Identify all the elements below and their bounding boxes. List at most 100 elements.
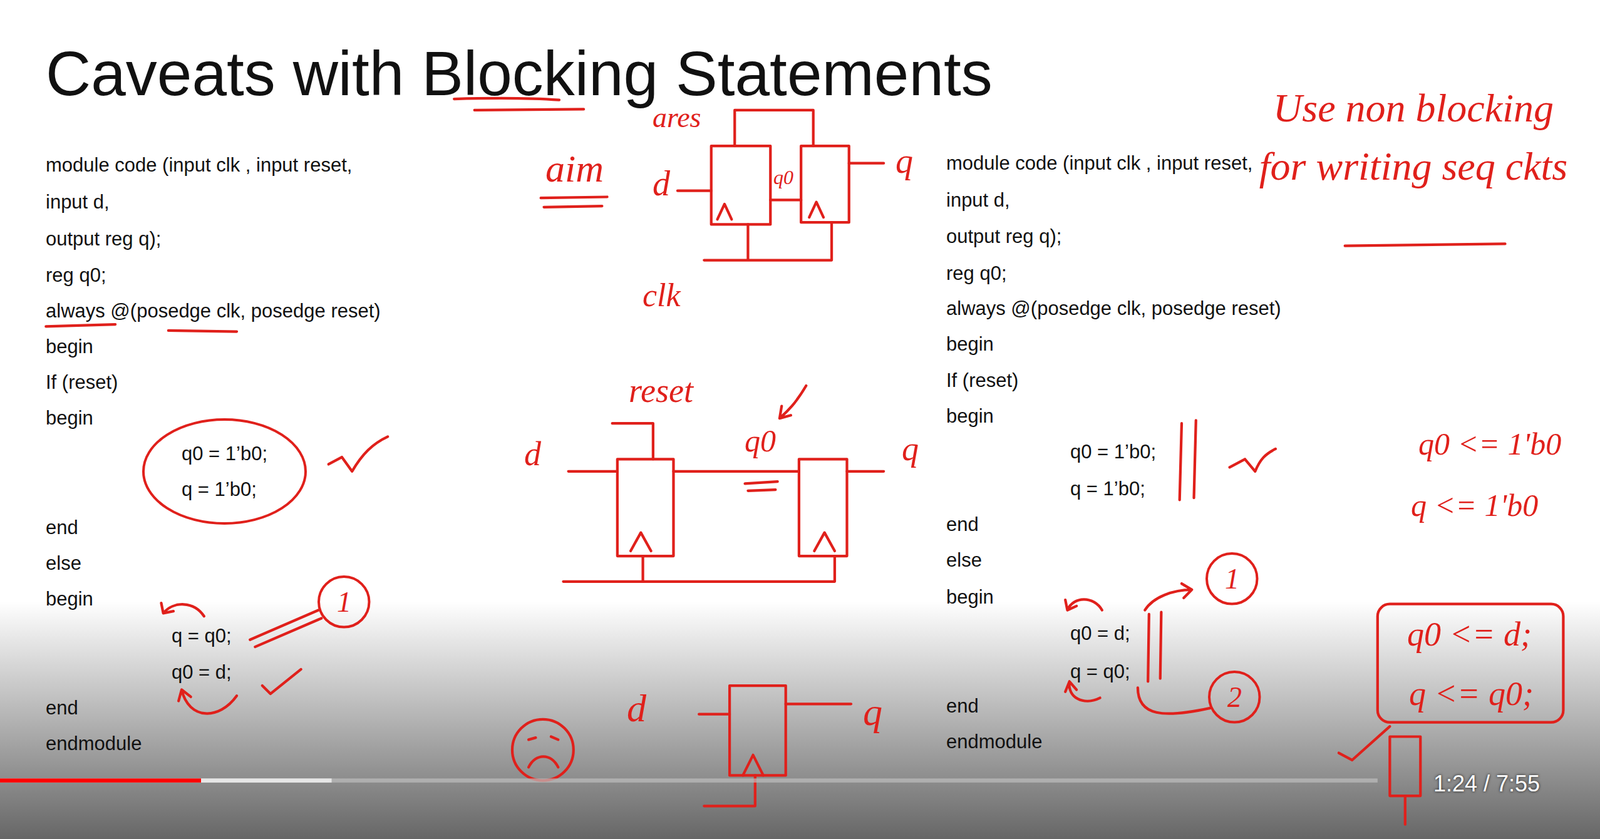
aim-underline	[541, 196, 608, 198]
pointer-arrow	[779, 385, 806, 419]
handwritten-note: d	[524, 433, 542, 475]
handwritten-note: d	[626, 685, 647, 732]
code-underline	[45, 324, 116, 327]
note-underline	[1345, 243, 1506, 246]
handwritten-note: reset	[628, 370, 694, 412]
emphasis-mark	[745, 481, 778, 484]
flip-flop-symbol	[800, 145, 850, 223]
handwritten-note: aim	[545, 145, 604, 192]
code-line: If (reset)	[946, 368, 1019, 393]
code-line: begin	[946, 585, 994, 609]
code-line: begin	[946, 404, 994, 428]
clock-wire	[1403, 795, 1407, 825]
code-line: reg q0;	[946, 261, 1007, 285]
progress-track	[0, 778, 1378, 783]
handwritten-note: q0	[744, 422, 776, 460]
code-line: output reg q);	[946, 224, 1062, 248]
code-line: begin	[45, 587, 94, 611]
clock-triangle	[809, 202, 824, 218]
circle-outline	[318, 576, 370, 628]
reset-wire	[734, 110, 813, 146]
progress-loaded	[0, 778, 332, 783]
code-line: q0 = 1’b0;	[181, 442, 268, 466]
sad-face-eyes	[528, 736, 558, 740]
handwritten-note: q0 <= 1'b0	[1418, 425, 1562, 463]
wire	[785, 702, 852, 706]
check-mark	[262, 669, 302, 694]
clock-triangle	[814, 532, 835, 552]
code-line: module code (input clk , input reset,	[45, 153, 352, 177]
callout-text: 2	[1227, 680, 1242, 715]
code-line: input d,	[946, 188, 1011, 212]
callout-number: 2	[1207, 670, 1262, 725]
code-line: input d,	[45, 190, 110, 214]
code-line: begin	[45, 335, 94, 359]
check-mark	[1229, 449, 1276, 472]
wire	[677, 189, 712, 193]
code-line: q = q0;	[1070, 660, 1131, 684]
progress-played	[0, 778, 202, 783]
wire	[568, 470, 618, 473]
video-shade	[0, 601, 1600, 839]
code-line: module code (input clk , input reset,	[946, 151, 1253, 175]
handwritten-note: q0	[773, 165, 794, 190]
handwritten-note: clk	[642, 276, 681, 315]
clock-wire	[562, 556, 835, 582]
handwritten-note: q <= q0;	[1409, 673, 1534, 715]
code-line: always @(posedge clk, posedge reset)	[946, 296, 1282, 320]
flip-flop-symbol	[1389, 736, 1421, 796]
code-line: q0 = d;	[1070, 621, 1131, 646]
wire	[770, 198, 801, 202]
aim-underline	[544, 206, 603, 208]
flip-flop-symbol	[711, 145, 771, 225]
leader-line	[1137, 687, 1211, 714]
callout-number: 1	[1204, 551, 1260, 607]
code-line: q0 = d;	[171, 660, 232, 684]
clock-triangle	[742, 755, 764, 776]
code-line: end	[946, 694, 979, 718]
flip-flop-symbol	[799, 459, 848, 557]
code-line: else	[45, 551, 82, 575]
check-mark	[1338, 726, 1390, 761]
check-mark	[328, 436, 389, 471]
ellipse-outline	[141, 417, 308, 526]
code-line: endmodule	[946, 730, 1043, 754]
handwritten-note: q	[901, 428, 919, 470]
code-line: begin	[45, 406, 94, 430]
bracket-mark	[1160, 612, 1162, 679]
flip-flop-symbol	[729, 685, 786, 776]
code-line: end	[45, 696, 79, 720]
curved-arrow	[1065, 681, 1100, 702]
slide-title: Caveats with Blocking Statements	[45, 35, 993, 111]
code-ellipse: q0 = 1’b0;q = 1’b0;	[141, 417, 308, 526]
code-line: output reg q);	[45, 227, 161, 251]
wire	[849, 162, 884, 165]
title-underline	[474, 108, 584, 111]
bracket-mark	[1147, 614, 1150, 682]
callout-number: 1	[316, 574, 372, 630]
sad-face	[512, 719, 574, 781]
wire	[673, 470, 799, 473]
handwritten-note: q	[862, 688, 883, 736]
bracket-mark	[1194, 420, 1197, 498]
wire	[846, 470, 884, 473]
handwritten-note: q	[895, 140, 914, 183]
emphasis-mark	[747, 489, 776, 491]
circle-outline	[1206, 553, 1258, 605]
code-line: begin	[946, 332, 994, 356]
callout-text: 1	[1224, 561, 1240, 597]
clock-wire	[703, 222, 832, 260]
code-line: If (reset)	[45, 370, 118, 394]
leader-line	[254, 618, 322, 647]
curved-arrow	[178, 690, 237, 714]
highlight-box	[1377, 604, 1564, 723]
curved-arrow	[1065, 599, 1103, 610]
code-line: end	[946, 512, 979, 537]
handwritten-note: ares	[652, 100, 702, 135]
flip-flop-symbol	[617, 459, 674, 557]
code-line: reg q0;	[45, 263, 107, 287]
code-line: end	[45, 516, 79, 540]
clock-triangle	[717, 204, 733, 220]
video-time: 1:24 / 7:55	[1433, 770, 1540, 798]
